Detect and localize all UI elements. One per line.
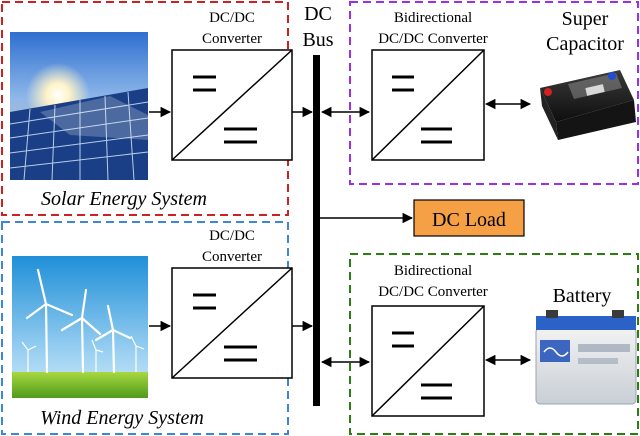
battery-converter-label-2: DC/DC Converter — [378, 284, 488, 300]
wind-dcdc-converter-block — [171, 267, 293, 379]
solar-system-label: Solar Energy System — [41, 188, 207, 210]
battery-photo-icon — [535, 310, 637, 405]
battery-label: Battery — [553, 285, 612, 307]
supercap-label-1: Super — [562, 8, 609, 30]
battery-system: Bidirectional DC/DC Converter Battery — [320, 253, 639, 435]
supercap-bidirectional-converter-block — [371, 49, 485, 161]
wind-energy-system: DC/DC Converter Wind Energy System — [1, 221, 314, 435]
dc-bus-label-1: DC — [304, 3, 332, 25]
battery-converter-label-1: Bidirectional — [394, 263, 472, 279]
dc-bus-label-2: Bus — [302, 29, 333, 51]
solar-dcdc-converter-block — [171, 49, 293, 161]
supercap-converter-label-2: DC/DC Converter — [378, 31, 488, 47]
battery-system-border — [349, 253, 639, 435]
supercapacitor-system: Bidirectional DC/DC Converter Super Capa… — [320, 1, 639, 185]
dc-load-label: DC Load — [432, 209, 506, 231]
wind-system-label: Wind Energy System — [40, 407, 204, 429]
supercap-label-2: Capacitor — [546, 33, 624, 55]
wind-converter-label-1: DC/DC — [209, 228, 255, 244]
dc-bus-bar — [313, 55, 320, 406]
supercapacitor-photo-icon — [540, 70, 636, 140]
dc-bus: DC Bus — [302, 3, 334, 406]
solar-energy-system: DC/DC Converter Solar Energy System — [1, 1, 314, 216]
solar-panel-photo-icon — [9, 32, 149, 181]
wind-turbine-photo-icon — [12, 256, 148, 398]
solar-converter-label-2: Converter — [202, 31, 262, 47]
dc-load-box — [413, 199, 525, 237]
dc-load: DC Load — [320, 199, 525, 237]
supercap-converter-label-1: Bidirectional — [394, 10, 472, 26]
battery-bidirectional-converter-block — [371, 305, 485, 417]
supercap-system-border — [349, 1, 639, 185]
solar-converter-label-1: DC/DC — [209, 10, 255, 26]
wind-converter-label-2: Converter — [202, 249, 262, 265]
